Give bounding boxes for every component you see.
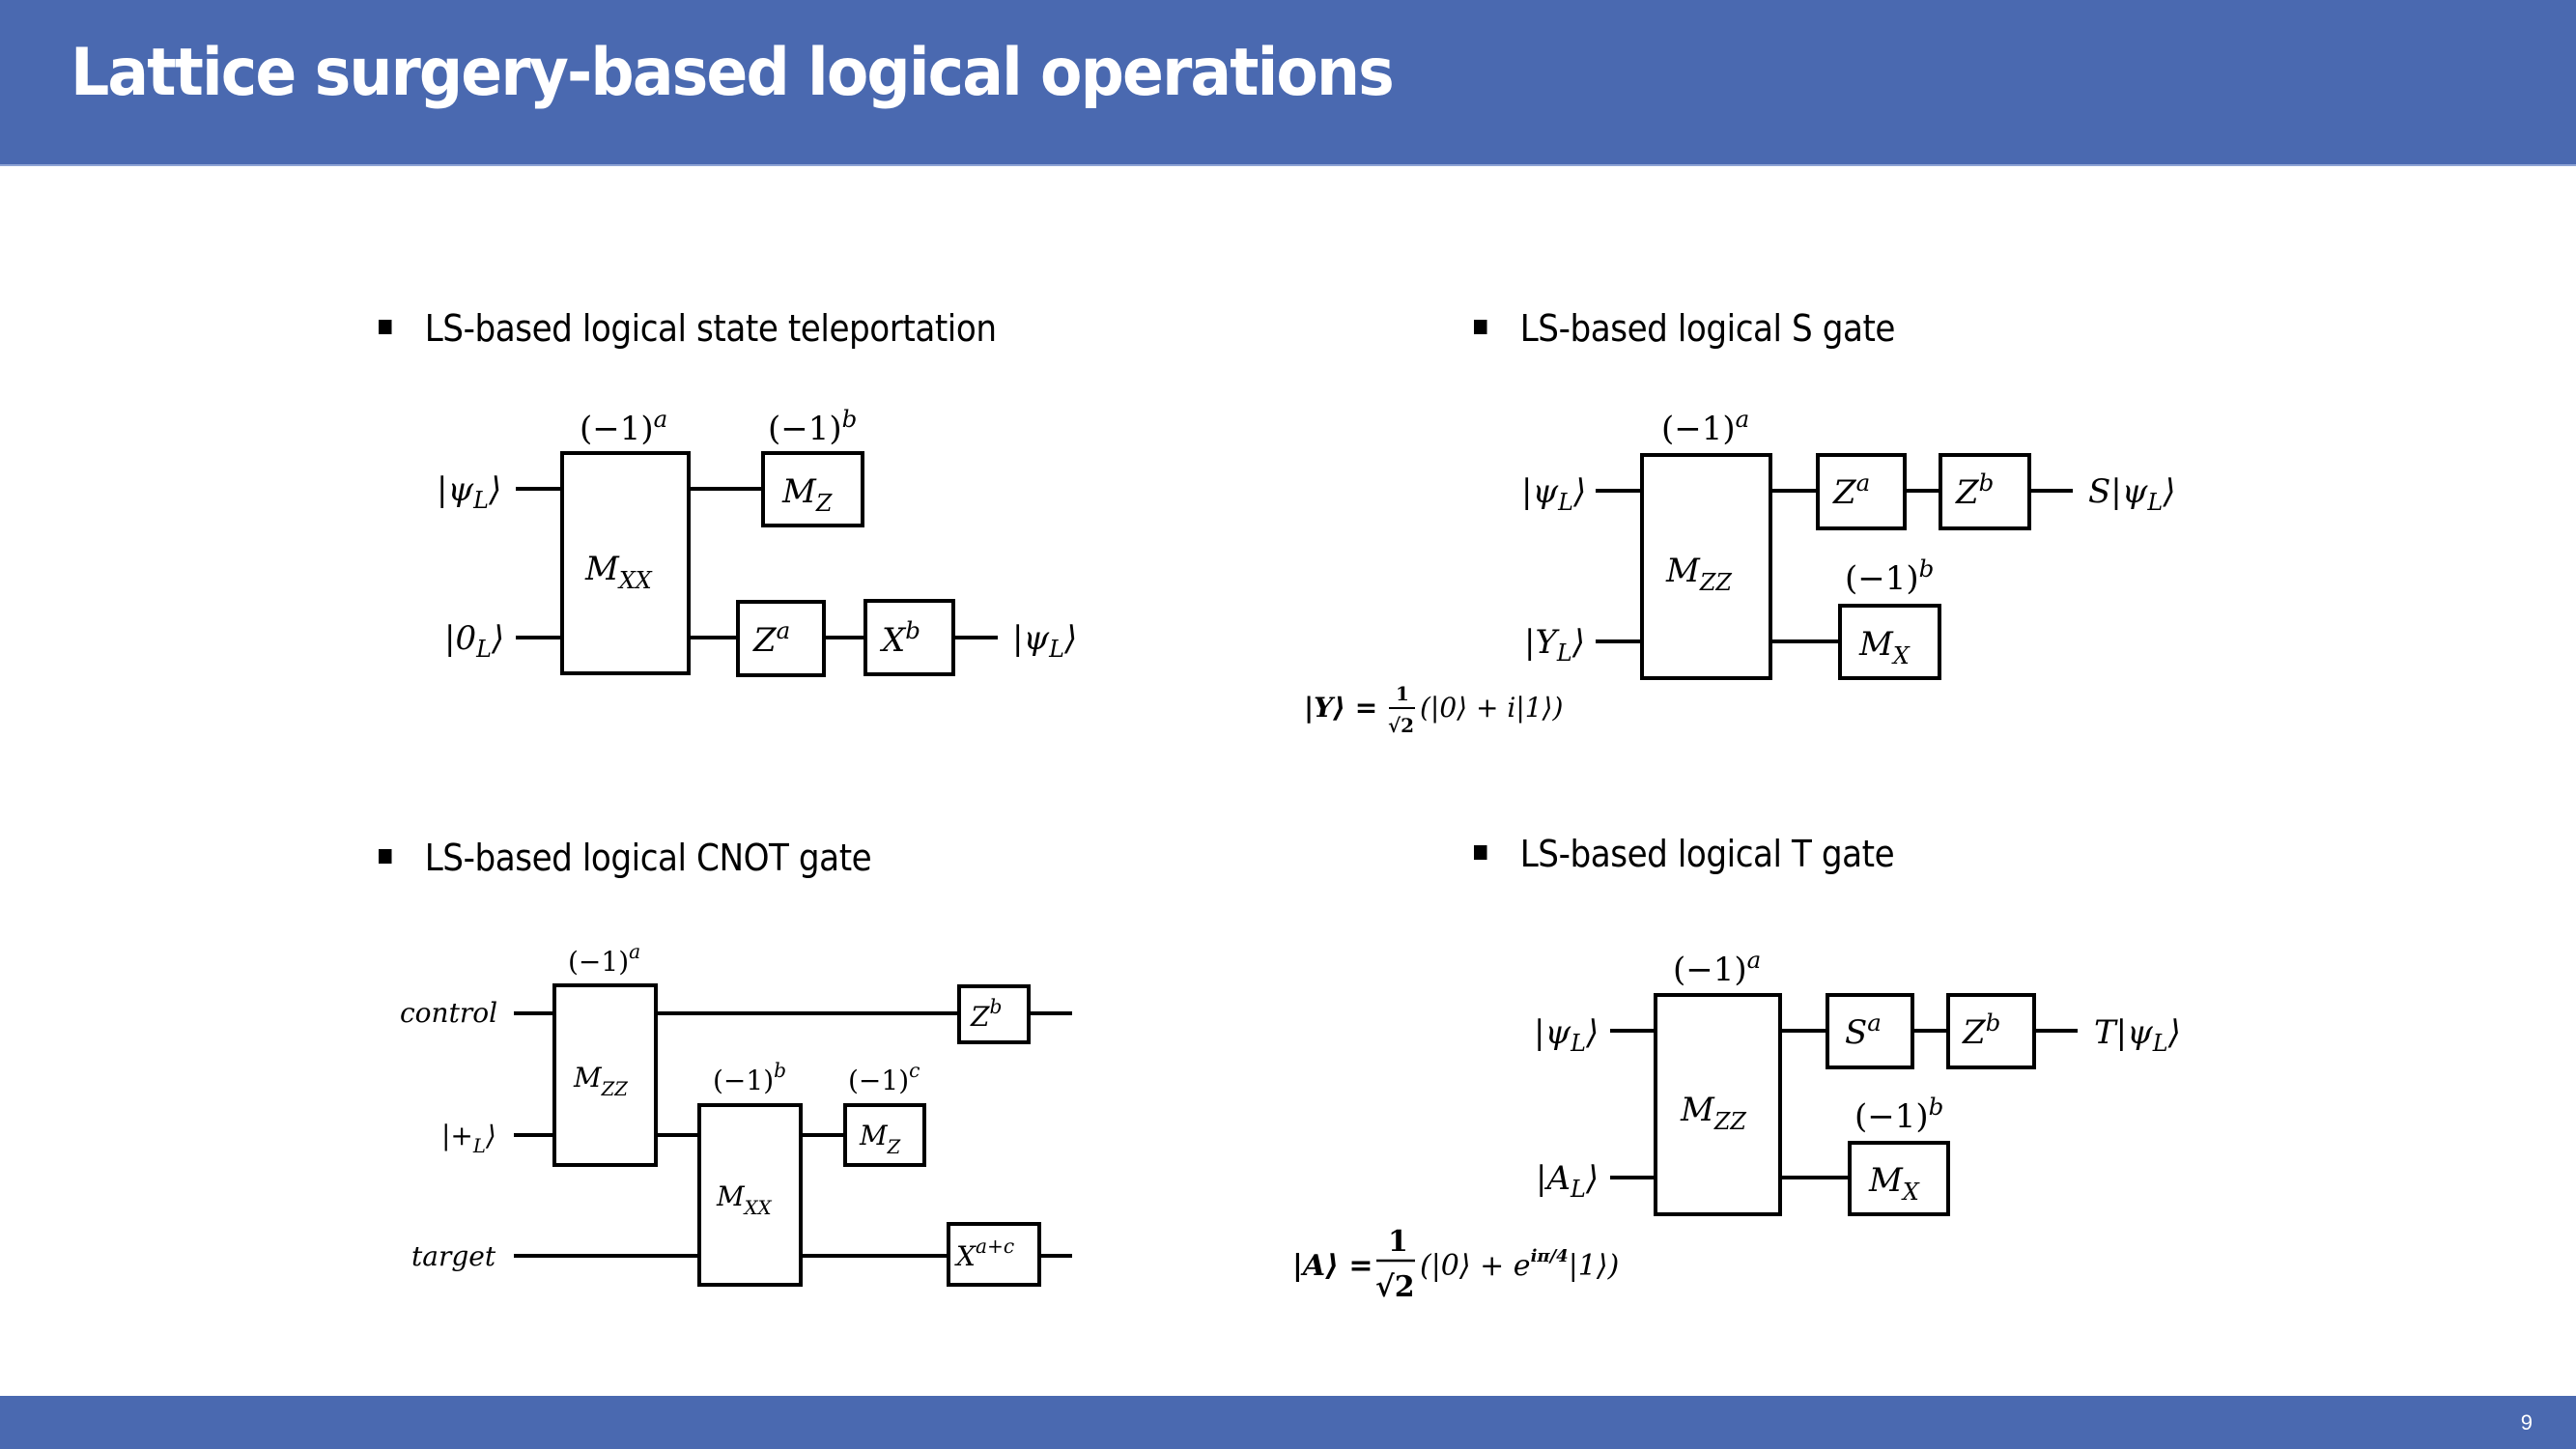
output-label: S|ψL⟩: [2088, 472, 2176, 516]
input-label-psi: |ψL⟩: [437, 470, 501, 514]
slide-title: Lattice surgery-based logical operations: [71, 35, 1395, 111]
xb-label: Xb: [879, 616, 920, 660]
a-state-formula: |A⟩ = 1 √2 (|0⟩ + eiπ/4|1⟩): [1292, 1225, 1619, 1304]
za-label: Za: [752, 616, 790, 660]
bullet-t-gate: LS-based logical T gate: [1474, 833, 1895, 875]
mz-outcome: (−1)c: [848, 1059, 920, 1096]
bullet-square-icon: [1474, 845, 1487, 860]
mxx-box: [697, 1103, 803, 1287]
mxx-outcome: (−1)b: [713, 1059, 786, 1096]
mzz-box: [1640, 453, 1772, 680]
y-state-formula: |Y⟩ = 1 √2 (|0⟩ + i|1⟩): [1304, 682, 1563, 737]
mzz-label: MZZ: [1665, 552, 1732, 596]
formula-denominator: √2: [1375, 1270, 1415, 1304]
mzz-outcome: (−1)a: [1661, 405, 1749, 448]
input-label-psi: |ψL⟩: [1534, 1013, 1599, 1057]
formula-numerator: 1: [1388, 1225, 1408, 1259]
mxx-outcome: (−1)a: [580, 405, 667, 448]
footer-bar: [0, 1396, 2576, 1449]
input-label-y: |YL⟩: [1524, 623, 1585, 667]
formula-rhs: (|0⟩ + i|1⟩): [1420, 692, 1563, 724]
formula-numerator: 1: [1396, 682, 1409, 705]
bullet-text: LS-based logical CNOT gate: [424, 837, 872, 879]
input-label-plus: |+L⟩: [441, 1120, 496, 1157]
mzz-outcome: (−1)a: [1673, 946, 1761, 989]
bullet-square-icon: [1474, 320, 1487, 334]
title-bar-divider: [0, 164, 2576, 166]
sa-box: [1826, 993, 1914, 1069]
bullet-cnot: LS-based logical CNOT gate: [379, 837, 872, 879]
mzz-outcome: (−1)a: [568, 940, 640, 978]
zb-label: Zb: [1962, 1009, 2000, 1052]
mxx-box: [560, 451, 691, 675]
mz-outcome: (−1)b: [768, 405, 857, 448]
output-label-psi: |ψL⟩: [1012, 619, 1077, 663]
zb-box: [1939, 453, 2031, 530]
title-bar: [0, 0, 2576, 164]
mx-box: [1848, 1141, 1950, 1216]
formula-lhs: |Y⟩ =: [1304, 692, 1377, 724]
bullet-text: LS-based logical S gate: [1519, 307, 1896, 350]
cnot-circuit: [514, 983, 1072, 1287]
mx-box: [1838, 604, 1941, 680]
teleport-circuit: [516, 451, 998, 677]
bullet-text: LS-based logical T gate: [1519, 833, 1895, 875]
xb-box: [863, 599, 955, 676]
formula-rhs: (|0⟩ + eiπ/4|1⟩): [1420, 1246, 1619, 1283]
zb-label: Zb: [970, 995, 1002, 1033]
mxx-label: MXX: [716, 1180, 773, 1219]
mxx-label: MXX: [584, 550, 653, 594]
mx-outcome: (−1)b: [1854, 1093, 1943, 1136]
mz-label: MZ: [859, 1120, 901, 1158]
mx-label: MX: [1868, 1161, 1920, 1206]
bullet-square-icon: [379, 320, 392, 334]
za-box: [1816, 453, 1907, 530]
input-label-psi: |ψL⟩: [1521, 472, 1586, 516]
formula-lhs: |A⟩ =: [1292, 1249, 1373, 1283]
page-number: 9: [2520, 1410, 2533, 1435]
mzz-label: MZZ: [573, 1062, 628, 1100]
t-gate-circuit: [1610, 993, 2078, 1216]
formula-denominator: √2: [1388, 714, 1414, 737]
sa-label: Sa: [1845, 1009, 1882, 1052]
input-label-control: control: [400, 997, 497, 1029]
input-label-a: |AL⟩: [1536, 1159, 1599, 1203]
bullet-s-gate: LS-based logical S gate: [1474, 307, 1895, 350]
bullet-teleportation: LS-based logical state teleportation: [379, 307, 997, 350]
xac-label: Xa+c: [954, 1235, 1014, 1272]
mz-label: MZ: [781, 472, 833, 517]
mz-box: [761, 451, 864, 527]
bullet-square-icon: [379, 849, 392, 864]
mz-box: [843, 1103, 926, 1167]
input-label-zero: |0L⟩: [444, 619, 504, 663]
mx-outcome: (−1)b: [1845, 554, 1934, 598]
input-label-target: target: [411, 1240, 496, 1272]
za-label: Za: [1832, 469, 1870, 512]
mzz-label: MZZ: [1680, 1091, 1746, 1135]
s-gate-circuit: [1596, 453, 2073, 680]
mzz-box: [552, 983, 658, 1167]
zb-box: [957, 984, 1031, 1044]
output-label: T|ψL⟩: [2094, 1013, 2181, 1057]
mx-label: MX: [1858, 625, 1911, 669]
mzz-box: [1654, 993, 1782, 1216]
zb-label: Zb: [1955, 469, 1994, 512]
bullet-text: LS-based logical state teleportation: [424, 307, 997, 350]
